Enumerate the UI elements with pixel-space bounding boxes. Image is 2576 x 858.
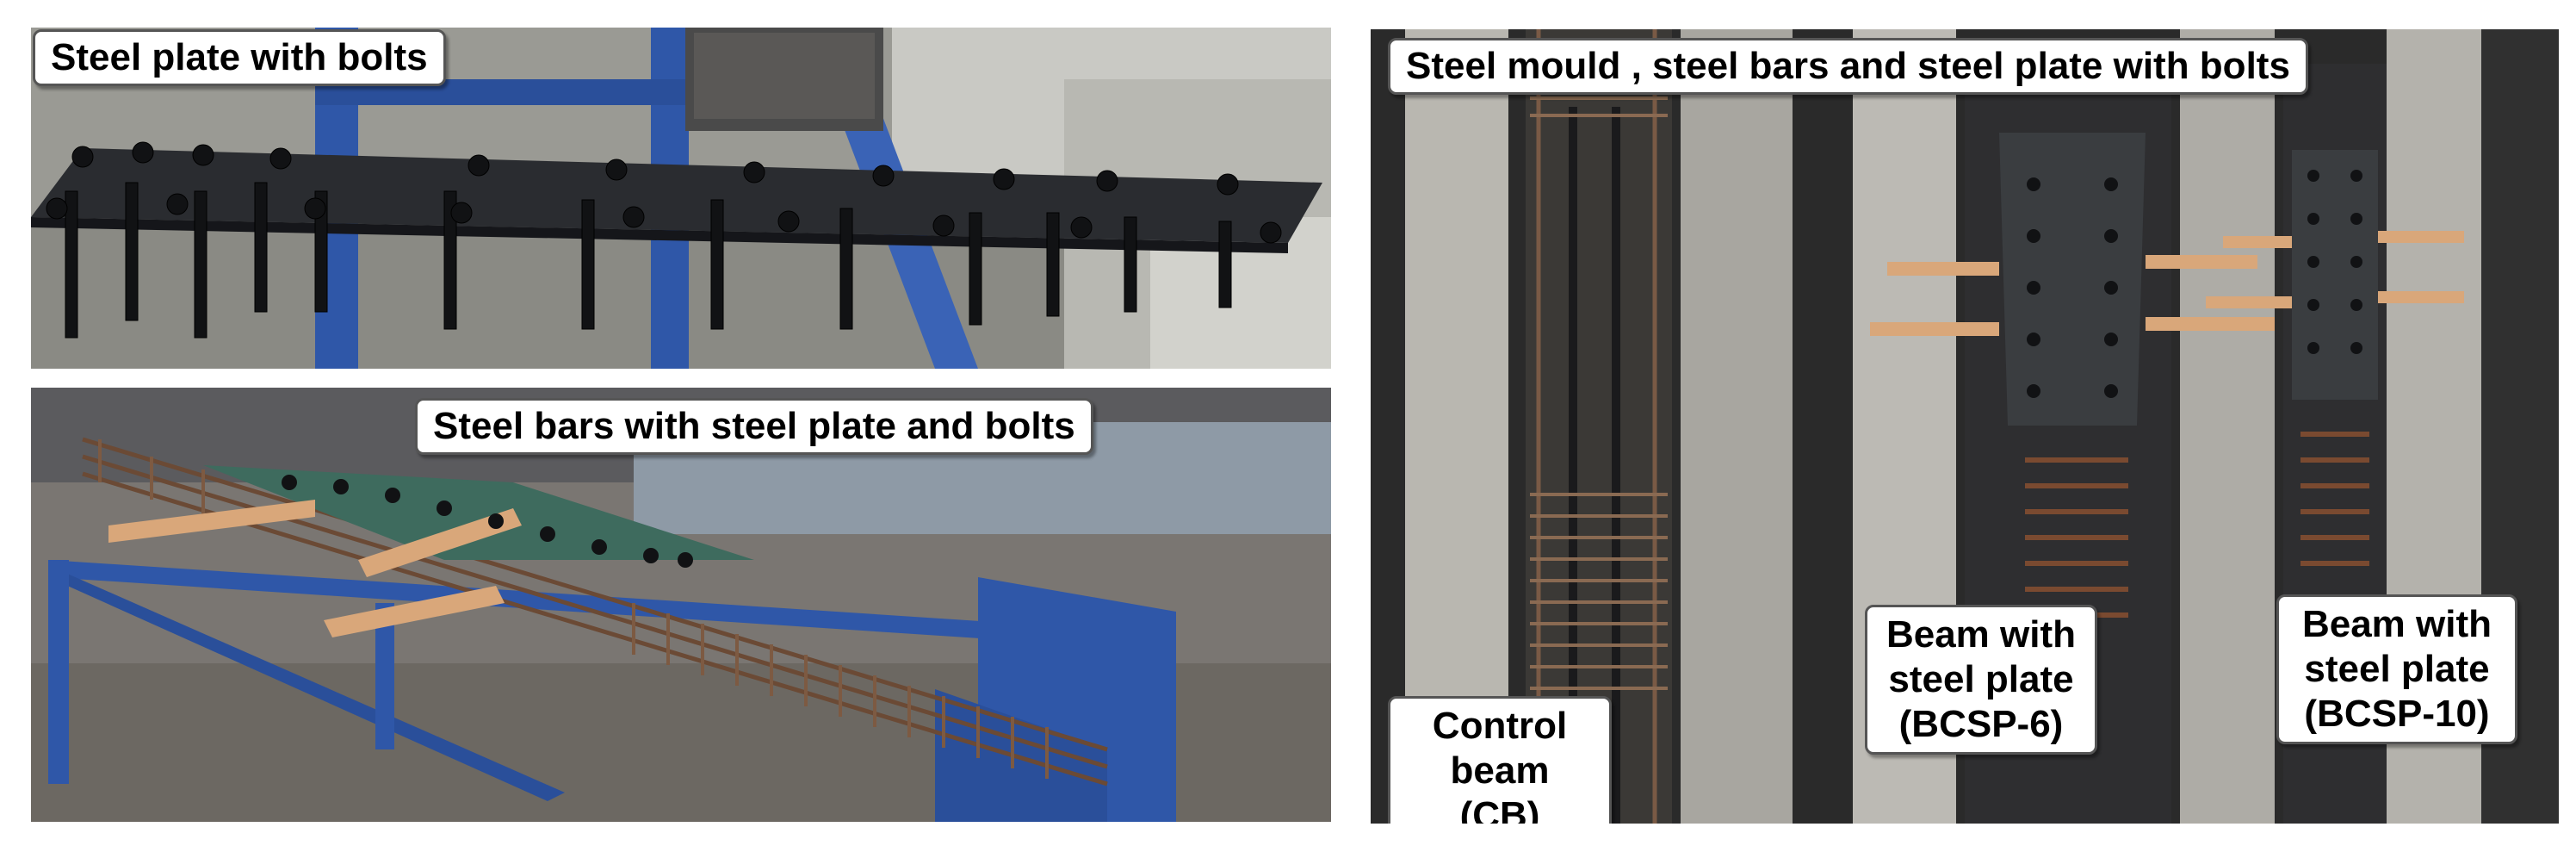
- steel-plate-photo-illustration: [31, 28, 1331, 369]
- photo-steel-bars-with-plate: Steel bars with steel plate and bolts: [31, 388, 1331, 822]
- label-beam-bcsp-10-line2: steel plate: [2304, 648, 2490, 690]
- label-beam-bcsp-10-line1: Beam with: [2301, 603, 2492, 645]
- label-steel-mould-bars-plate-bolts: Steel mould , steel bars and steel plate…: [1388, 38, 2308, 95]
- photo-steel-plate-with-bolts: Steel plate with bolts: [31, 28, 1331, 369]
- steel-mould-photo-illustration: [1371, 29, 2559, 824]
- label-beam-bcsp-6-line1: Beam with: [1886, 613, 2077, 656]
- label-beam-bcsp-6: Beam with steel plate (BCSP-6): [1865, 605, 2097, 755]
- label-control-beam: Control beam (CB): [1388, 696, 1612, 824]
- label-beam-bcsp-10: Beam with steel plate (BCSP-10): [2276, 594, 2517, 744]
- photo-steel-mould-beams: Steel mould , steel bars and steel plate…: [1371, 29, 2559, 824]
- label-beam-bcsp-10-line3: (BCSP-10): [2304, 693, 2490, 735]
- label-control-beam-line1: Control beam: [1432, 705, 1568, 792]
- label-beam-bcsp-6-line2: steel plate: [1888, 658, 2074, 700]
- label-control-beam-line2: (CB): [1459, 794, 1540, 824]
- label-beam-bcsp-6-line3: (BCSP-6): [1898, 703, 2064, 745]
- label-steel-bars-with-plate-and-bolts: Steel bars with steel plate and bolts: [415, 398, 1093, 455]
- label-steel-plate-with-bolts: Steel plate with bolts: [33, 29, 446, 86]
